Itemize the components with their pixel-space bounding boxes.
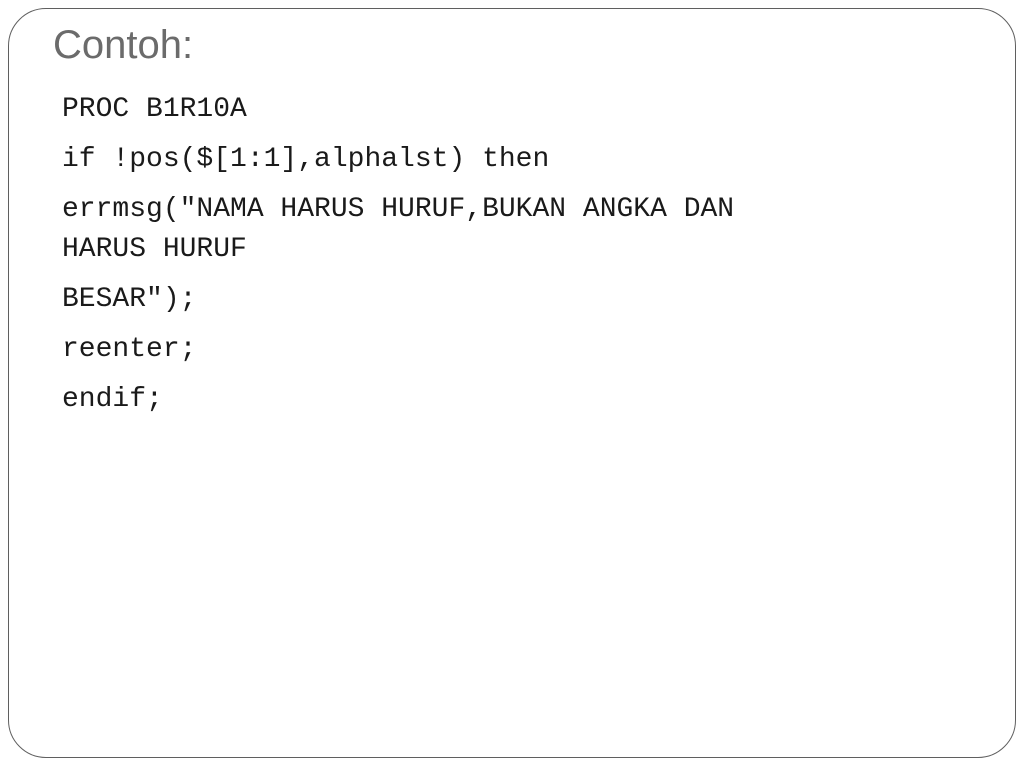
- slide-frame: [8, 8, 1016, 758]
- code-line-5: reenter;: [62, 334, 197, 365]
- code-line-1: PROC B1R10A: [62, 94, 247, 125]
- code-line-2: if !pos($[1:1],alphalst) then: [62, 144, 550, 175]
- code-line-6: endif;: [62, 384, 163, 415]
- slide-title: Contoh:: [53, 23, 194, 67]
- code-line-3: errmsg("NAMA HARUS HURUF,BUKAN ANGKA DAN…: [62, 194, 735, 265]
- code-line-4: BESAR");: [62, 284, 197, 315]
- code-listing: PROC B1R10A if !pos($[1:1],alphalst) the…: [62, 90, 942, 430]
